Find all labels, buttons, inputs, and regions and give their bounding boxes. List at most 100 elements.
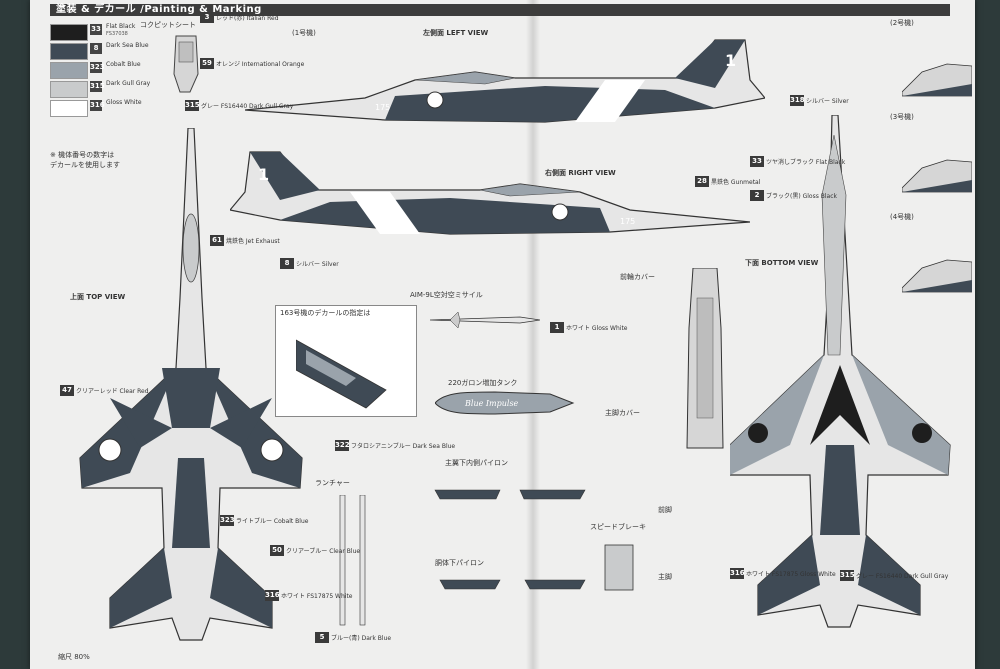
legend-name: Cobalt Blue (106, 61, 141, 68)
missile-drawing (430, 311, 540, 329)
speedbrake-drawing (604, 544, 634, 591)
page-fold (526, 0, 540, 669)
legend-name: Gloss White (106, 99, 142, 106)
callout-code: 33 (750, 156, 764, 167)
callout-text: グレー FS16440 Dark Gull Gray (856, 573, 949, 580)
callout-code: 8 (280, 258, 294, 269)
canopy-4-drawing (902, 259, 972, 293)
canopy-3-drawing (902, 159, 972, 193)
legend-swatch (50, 62, 88, 79)
legend-code: 316 (90, 100, 105, 111)
callout-code: 28 (695, 176, 709, 187)
callout-code: 47 (60, 385, 74, 396)
legend-name: Dark Sea Blue (106, 42, 149, 49)
aircraft-3-label: (3号機) (890, 113, 914, 121)
speedbrake-label: スピードブレーキ (590, 523, 646, 531)
launcher-label: ランチャー (315, 479, 350, 487)
callout-code: 316 (730, 568, 745, 579)
seat-drawing (173, 35, 199, 93)
callout-text: 黒鉄色 Gunmetal (711, 179, 761, 186)
callout-text: ホワイト FS17875 Gloss White (746, 571, 836, 578)
pylon-fus-label: 胴体下パイロン (435, 559, 484, 567)
sheet-title: 塗装 & デカール /Painting & Marking (56, 4, 262, 15)
callout-code: 315 (185, 100, 200, 111)
legend-name: Flat Black (106, 23, 136, 30)
callout-text: ライトブルー Cobalt Blue (236, 518, 309, 525)
title-bar: 塗装 & デカール /Painting & Marking (50, 4, 950, 16)
bottom-view-label: 下面 BOTTOM VIEW (745, 259, 819, 267)
legend-fs: FS37038 (106, 31, 128, 37)
note-1: ※ 機体番号の数字は (50, 151, 115, 159)
callout: 316ホワイト FS17875 Gloss White (730, 568, 836, 579)
pylon-fus-drawing (439, 579, 586, 590)
callout-code: 5 (315, 632, 329, 643)
callout-text: 焼鉄色 Jet Exhaust (226, 238, 280, 245)
fuselage-under-drawing (686, 268, 724, 449)
callout-text: フタロシアニンブルー Dark Sea Blue (351, 443, 456, 450)
tank-label: 220ガロン増加タンク (448, 379, 518, 387)
legend-swatch (50, 24, 88, 41)
callout-text: グレー FS16440 Dark Gull Gray (201, 103, 294, 110)
tail-number-right: 1 (258, 165, 269, 184)
callout-code: 315 (840, 570, 855, 581)
right-view-drawing: 1 175 (230, 151, 750, 235)
tank-drawing: Blue Impulse (435, 391, 575, 415)
callout-text: ブラック(黒) Gloss Black (766, 193, 837, 200)
launcher-drawing (339, 495, 366, 626)
right-view-label: 右側面 RIGHT VIEW (545, 169, 616, 177)
callout-code: 1 (550, 322, 564, 333)
callout: 322フタロシアニンブルー Dark Sea Blue (335, 440, 455, 451)
note-163-box: 163号機のデカールの指定は (275, 305, 417, 417)
legend-code: 323 (90, 62, 105, 73)
callout-text: クリアーレッド Clear Red (76, 388, 149, 395)
instruction-sheet: 塗装 & デカール /Painting & Marking 33 Flat Bl… (30, 0, 975, 669)
canopy-2-drawing (902, 63, 972, 97)
callout-text: シルバー Silver (296, 261, 339, 268)
bottom-view-drawing (730, 115, 951, 628)
pylon-main-drawing (434, 489, 586, 500)
tank-text: Blue Impulse (464, 399, 519, 408)
callout-code: 322 (335, 440, 350, 451)
top-view-drawing (79, 128, 303, 641)
note-163-drawing (296, 339, 387, 409)
front-gear-label: 前脚 (658, 506, 672, 514)
legend-swatch (50, 100, 88, 117)
front-cover-label: 前輪カバー (620, 273, 655, 281)
callout-code: 318 (790, 95, 805, 106)
callout-text: ホワイト Gloss White (566, 325, 628, 332)
nose-number-right: 175 (620, 217, 635, 226)
callout: 323ライトブルー Cobalt Blue (220, 515, 308, 526)
callout-code: 323 (220, 515, 235, 526)
callout: 316ホワイト FS17875 White (265, 590, 353, 601)
callout: 315グレー FS16440 Dark Gull Gray (840, 570, 948, 581)
main-gear-label: 主脚 (658, 573, 672, 581)
note-163-text: 163号機のデカールの指定は (280, 309, 371, 317)
callout-text: レッド(赤) Italian Red (216, 15, 279, 22)
callout-text: オレンジ International Orange (216, 61, 305, 68)
left-view-label: 左側面 LEFT VIEW (423, 29, 489, 37)
legend-code: 315 (90, 81, 105, 92)
callout-code: 59 (200, 58, 214, 69)
pylon-main-label: 主翼下内側パイロン (445, 459, 508, 467)
callout-text: シルバー Silver (806, 98, 849, 105)
callout-code: 61 (210, 235, 224, 246)
callout-text: ホワイト FS17875 White (281, 593, 353, 600)
legend-code: 8 (90, 43, 102, 54)
aircraft-2-label: (2号機) (890, 19, 914, 27)
callout: 318シルバー Silver (790, 95, 849, 106)
aim9l-label: AIM-9L空対空ミサイル (410, 291, 483, 299)
callout-code: 3 (200, 12, 214, 23)
seat-label: コクピットシート (140, 21, 196, 29)
callout-text: クリアーブルー Clear Blue (286, 548, 361, 555)
callout-code: 2 (750, 190, 764, 201)
